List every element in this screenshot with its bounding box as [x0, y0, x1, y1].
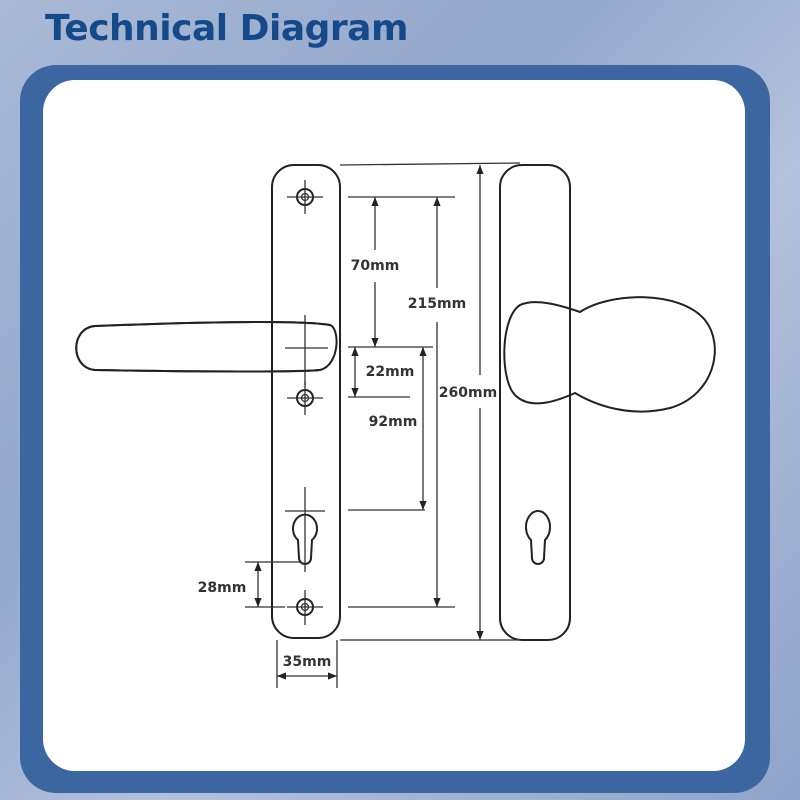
diagram-panel [43, 80, 745, 771]
dim-label-260mm: 260mm [439, 385, 497, 401]
cylinder-cutout-left [285, 487, 325, 572]
dim-label-215mm: 215mm [408, 296, 466, 312]
lever-backplate [75, 164, 341, 639]
spindle-crosshair [285, 315, 328, 385]
dim-label-70mm: 70mm [351, 258, 400, 274]
lever-handle [75, 321, 338, 373]
screw-hole-middle [287, 381, 323, 415]
dimension-lines [245, 162, 521, 688]
cylinder-cutout-right [525, 510, 551, 565]
dim-label-92mm: 92mm [369, 414, 418, 430]
screw-hole-bottom [287, 590, 323, 625]
knob-backplate [499, 164, 716, 641]
page-title: Technical Diagram [45, 8, 408, 49]
dim-label-35mm: 35mm [283, 654, 332, 670]
knob-handle [503, 296, 716, 413]
dim-label-28mm: 28mm [198, 580, 247, 596]
dim-label-22mm: 22mm [366, 364, 415, 380]
screw-hole-top [287, 180, 323, 214]
